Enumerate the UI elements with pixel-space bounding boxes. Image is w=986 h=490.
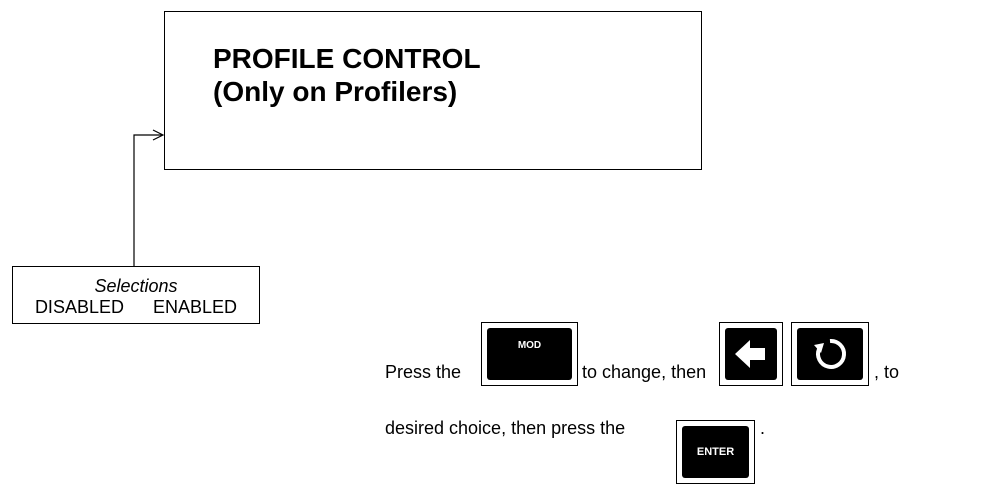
left-arrow-icon — [725, 328, 777, 380]
enter-key-face: ENTER — [682, 426, 749, 478]
selections-box: Selections DISABLED ENABLED — [12, 266, 260, 324]
instruction-to-change-then: to change, then — [582, 362, 707, 382]
enter-key[interactable]: ENTER — [676, 420, 755, 484]
main-title: PROFILE CONTROL (Only on Profilers) — [213, 42, 481, 108]
connector-arrowhead — [152, 129, 165, 141]
mod-key-label: MOD — [517, 340, 542, 351]
title-line-1: PROFILE CONTROL — [213, 43, 481, 74]
option-enabled: ENABLED — [153, 297, 238, 317]
connector-line — [133, 134, 162, 266]
instruction-desired-choice: desired choice, then press the — [385, 418, 626, 438]
left-arrow-icon-glyph — [735, 340, 765, 368]
mod-key[interactable]: MOD — [481, 322, 578, 386]
selections-options: DISABLED ENABLED — [13, 297, 259, 318]
selections-heading: Selections — [94, 276, 178, 296]
instruction-comma-to: , to — [874, 362, 900, 382]
left-arrow-key[interactable] — [719, 322, 783, 386]
cycle-key[interactable] — [791, 322, 869, 386]
option-disabled: DISABLED — [34, 297, 124, 317]
main-parameter-box: PROFILE CONTROL (Only on Profilers) — [164, 11, 702, 170]
title-line-2: (Only on Profilers) — [213, 76, 458, 107]
enter-key-label: ENTER — [696, 446, 735, 458]
mod-key-face: MOD — [487, 328, 572, 380]
cycle-arrow-icon-glyph — [814, 338, 846, 369]
cycle-arrow-icon — [797, 328, 863, 380]
instruction-press-the: Press the — [385, 362, 462, 382]
instruction-period: . — [760, 418, 766, 438]
